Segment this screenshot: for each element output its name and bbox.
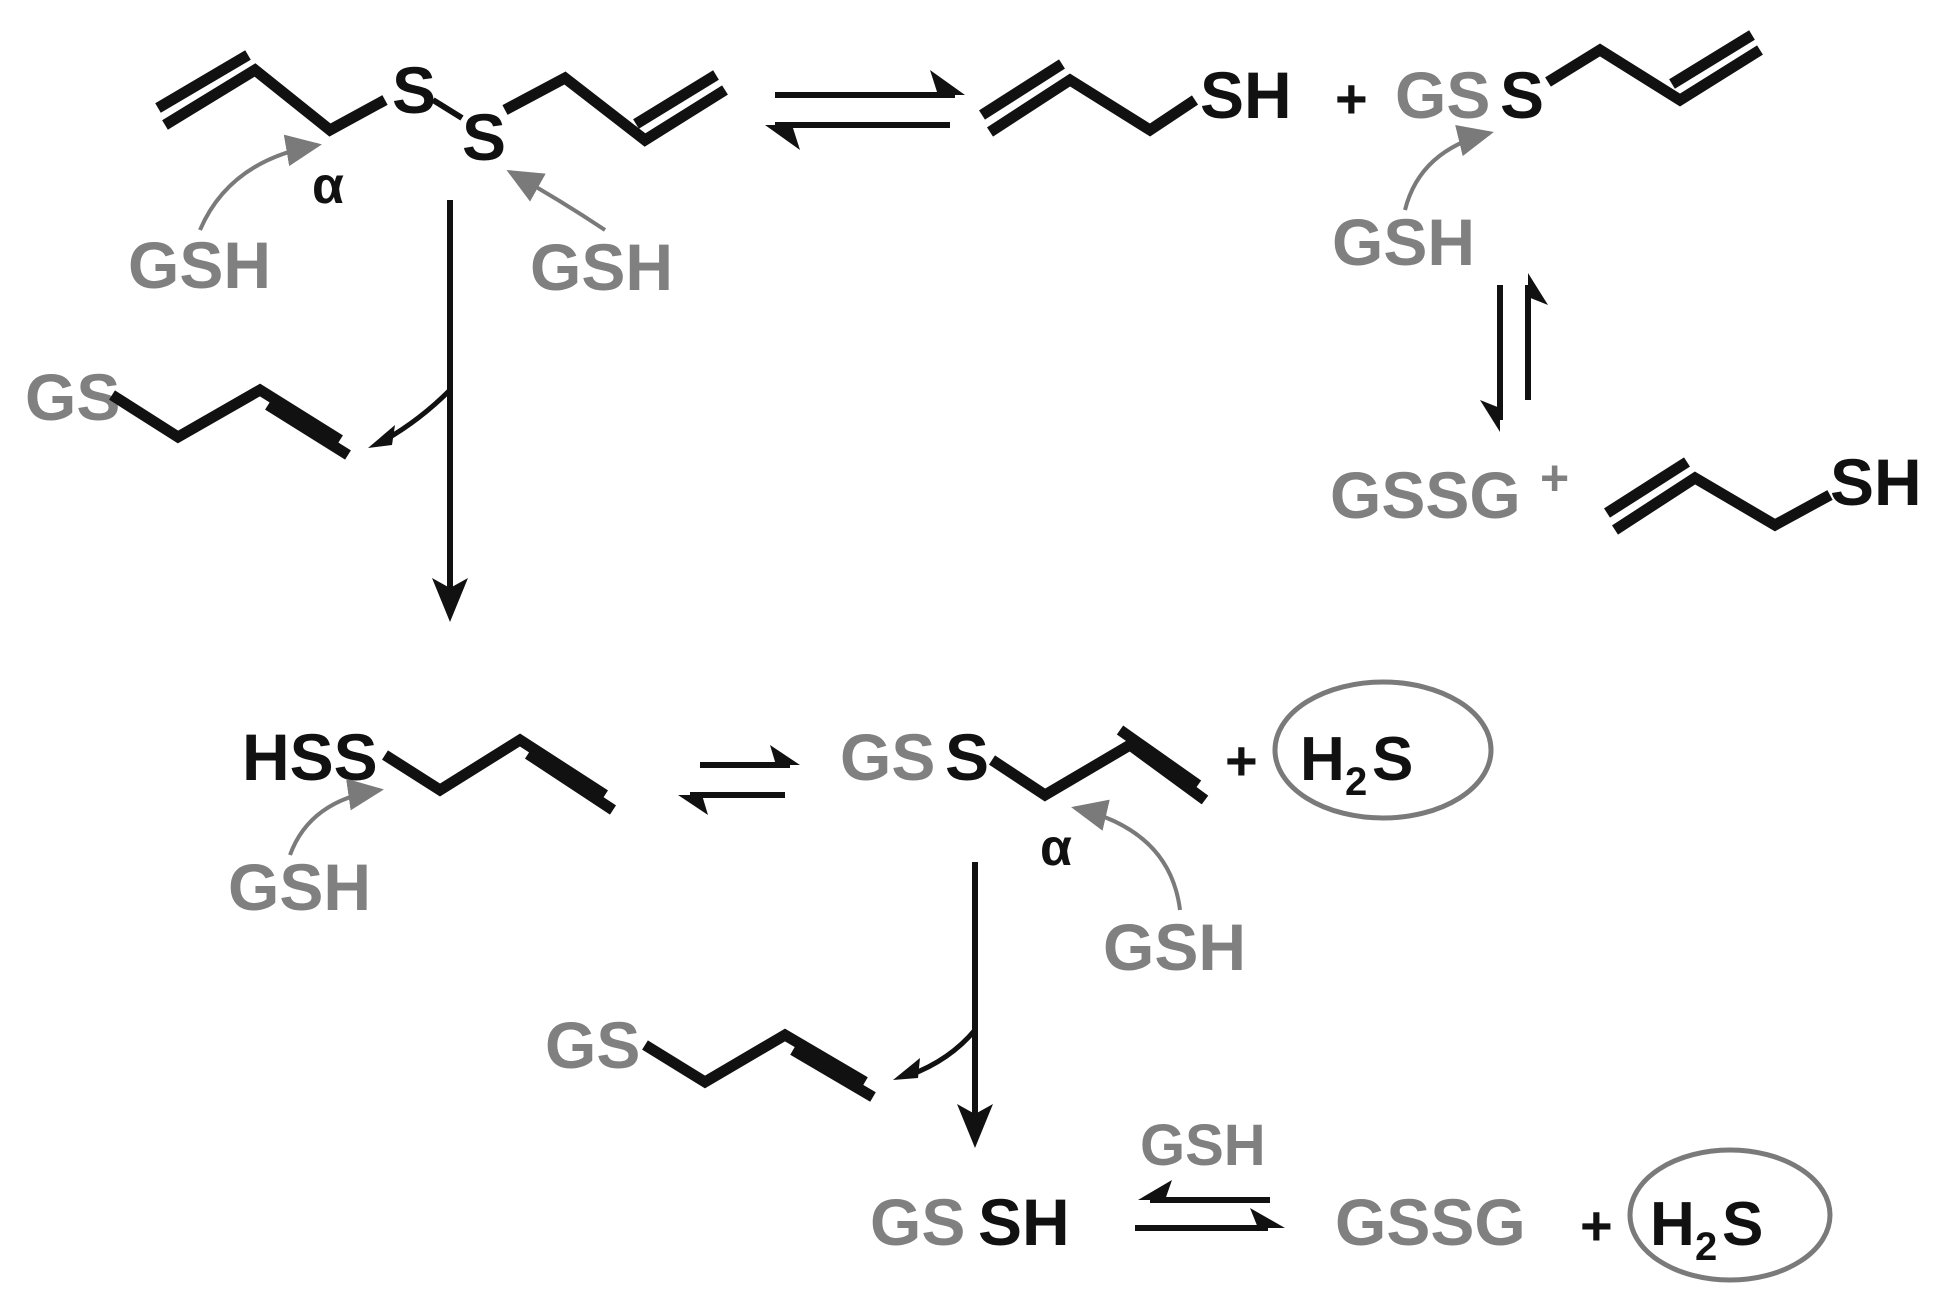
sh-right: SH [1830,445,1922,519]
equilibrium-arrows-top [765,70,965,150]
gsh-top-mid: GSH [530,230,673,304]
gssh: GS SH [870,1185,1070,1259]
gss-gs-top: GS [1395,58,1490,132]
alpha-label-top: α [312,157,344,215]
allyl-mercaptan-right: SH [1604,445,1922,535]
equilibrium-arrows-right [1480,273,1548,432]
curved-arrow-lower [909,1028,977,1078]
plus-bottom: + [1580,1194,1613,1257]
disulfide-s2: S [462,100,506,174]
sh-top: SH [1200,58,1292,132]
gsh-mid: GSH [1103,910,1246,984]
gs-lower: GS [545,1008,640,1082]
diallyl-disulfide: S S [155,50,728,174]
gssh-gs: GS [870,1185,965,1259]
glutathione-allyl-left [109,383,351,460]
plus-right: + [1540,450,1569,506]
disulfide-s1: S [392,53,436,127]
plus-top: + [1335,67,1368,130]
hydrogen-sulfide-bottom: H 2 S [1627,1147,1833,1283]
attack-arrow-alpha-top [198,134,322,231]
gss-s-mid: S [945,720,989,794]
gsh-top-right: GSH [1332,205,1475,279]
main-arrow-down-lower [957,862,993,1148]
gss-gs-mid: GS [840,720,935,794]
equilibrium-arrows-middle [678,745,800,815]
h2s-s-bottom: S [1722,1190,1763,1259]
gss-s-top: S [1500,58,1544,132]
gs-left: GS [25,360,120,434]
gsh-hss: GSH [228,850,371,924]
gssg-bottom: GSSG [1335,1185,1526,1259]
hydrogen-sulfide-middle: H 2 S [1272,679,1494,821]
allyl-mercaptan-top: SH [979,58,1292,137]
attack-arrow-alpha-mid [1071,799,1182,911]
plus-mid: + [1225,729,1258,792]
gssh-sh: SH [978,1185,1070,1259]
equilibrium-arrows-bottom [1135,1180,1285,1231]
hss: HSS [242,720,378,794]
alpha-label-mid: α [1040,819,1072,877]
h2s-h-mid: H [1300,725,1345,794]
h2s-sub-mid: 2 [1345,760,1367,804]
h2s-s-mid: S [1372,725,1413,794]
curved-arrow-left [383,388,452,443]
main-arrow-down-top [432,200,468,622]
gssg-right: GSSG [1330,458,1521,532]
glutathione-allyl-disulfide-top: GS S [1395,30,1763,132]
allyl-hydropersulfide [382,733,617,815]
attack-arrow-s-top-right [1403,125,1494,211]
h2s-h-bottom: H [1650,1190,1695,1259]
glutathione-allyl-lower [642,1028,876,1102]
h2s-sub-bottom: 2 [1695,1225,1717,1269]
gsh-top-left: GSH [128,228,271,302]
attack-arrow-hss [288,778,384,856]
glutathione-allyl-disulfide-middle: GS S [840,720,1209,805]
gsh-bottom: GSH [1140,1113,1266,1178]
attack-arrow-s-top [506,170,607,232]
